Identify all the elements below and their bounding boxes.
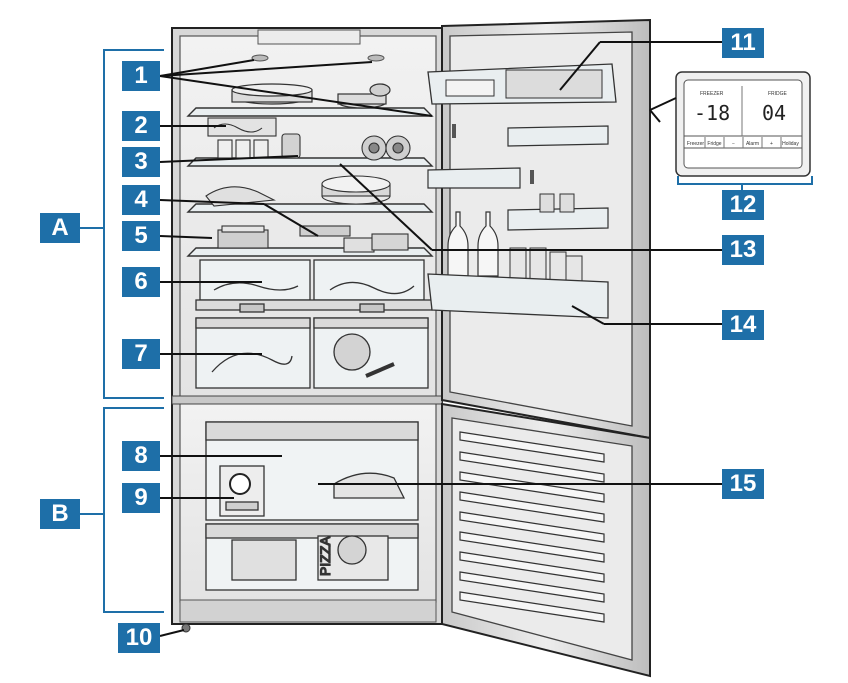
leader-lines	[159, 41, 724, 637]
section-a-label: A	[40, 213, 80, 243]
fourth-shelf-items	[217, 225, 409, 253]
callout-5: 5	[122, 221, 160, 251]
callout-12: 12	[722, 190, 764, 220]
display-button-5: Holiday	[782, 141, 799, 147]
callout-8: 8	[122, 441, 160, 471]
section-b-label: B	[40, 499, 80, 529]
display-button-2: −	[732, 141, 735, 147]
display-button-4: +	[770, 141, 773, 147]
callout-1: 1	[122, 61, 160, 91]
display-button-3: Alarm	[746, 141, 759, 147]
top-shelf-items	[231, 83, 391, 109]
freezer-door	[441, 402, 651, 678]
section-brackets	[80, 49, 813, 613]
freezer-drawers: PIZZA	[205, 421, 419, 591]
callout-4: 4	[122, 185, 160, 215]
fridge-door	[427, 18, 651, 440]
second-shelf-items	[207, 117, 411, 161]
upper-crispers	[195, 259, 433, 313]
callout-10: 10	[118, 623, 160, 653]
callout-6: 6	[122, 267, 160, 297]
freezer-temperature: -18	[694, 101, 730, 125]
callout-15: 15	[722, 469, 764, 499]
callout-7: 7	[122, 339, 160, 369]
pizza-box-label: PIZZA	[317, 536, 333, 576]
callout-14: 14	[722, 310, 764, 340]
callout-3: 3	[122, 147, 160, 177]
fridge-label: FRIDGE	[768, 91, 788, 97]
display-button-0: Freezer	[687, 141, 705, 147]
callout-9: 9	[122, 483, 160, 513]
display-button-1: Fridge	[707, 141, 721, 147]
fridge-temperature: 04	[762, 101, 786, 125]
callout-2: 2	[122, 111, 160, 141]
freezer-label: FREEZER	[700, 91, 724, 97]
freezer-door-vents	[459, 431, 605, 623]
callout-11: 11	[722, 28, 764, 58]
callout-13: 13	[722, 235, 764, 265]
third-shelf-items	[205, 175, 391, 237]
